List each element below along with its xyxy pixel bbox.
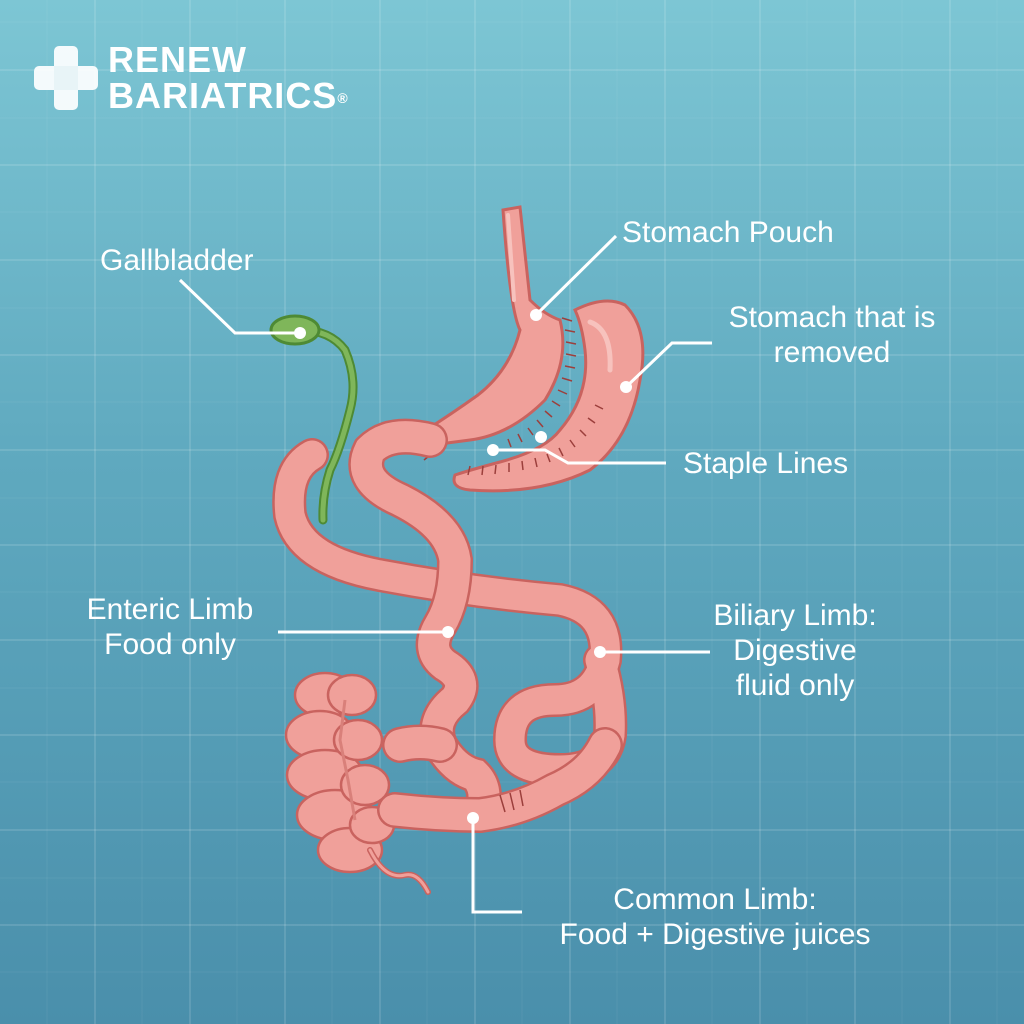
- biliary-limb-line-3: fluid only: [735, 669, 855, 702]
- stomach-removed-line-1: Stomach that is: [728, 301, 936, 334]
- stomach-pouch-label: Stomach Pouch: [622, 216, 834, 249]
- common-limb-label: Common Limb: Food + Digestive juices: [530, 882, 900, 952]
- common-limb-line-1: Common Limb:: [613, 883, 817, 916]
- gallbladder-label: Gallbladder: [100, 244, 254, 277]
- enteric-limb-line-2: Food only: [104, 628, 236, 661]
- stomach-removed-label: Stomach that is removed: [712, 300, 952, 370]
- registered-mark: ®: [337, 90, 349, 106]
- biliary-limb-label: Biliary Limb: Digestive fluid only: [700, 598, 890, 703]
- leader-dots: [294, 309, 632, 824]
- stomach-remnant: [452, 299, 645, 493]
- biliary-limb-line-1: Biliary Limb:: [713, 599, 877, 632]
- enteric-limb-line-1: Enteric Limb: [86, 593, 254, 626]
- common-limb: [377, 727, 623, 834]
- enteric-limb: [348, 418, 502, 833]
- leader-lines: [178, 234, 712, 914]
- large-intestine: [284, 671, 396, 874]
- common-limb-line-2: Food + Digestive juices: [559, 918, 871, 951]
- staple-lines-label: Staple Lines: [683, 447, 849, 480]
- enteric-limb-label: Enteric Limb Food only: [70, 592, 270, 662]
- biliary-limb-line-2: Digestive: [733, 634, 857, 667]
- stomach-pouch: [424, 205, 565, 447]
- brand-name-line-2: BARIATRICS®: [108, 75, 349, 116]
- brand-name-line-1: RENEW: [108, 39, 247, 80]
- cross-logo-icon: [34, 46, 98, 110]
- stomach-removed-line-2: removed: [773, 336, 891, 369]
